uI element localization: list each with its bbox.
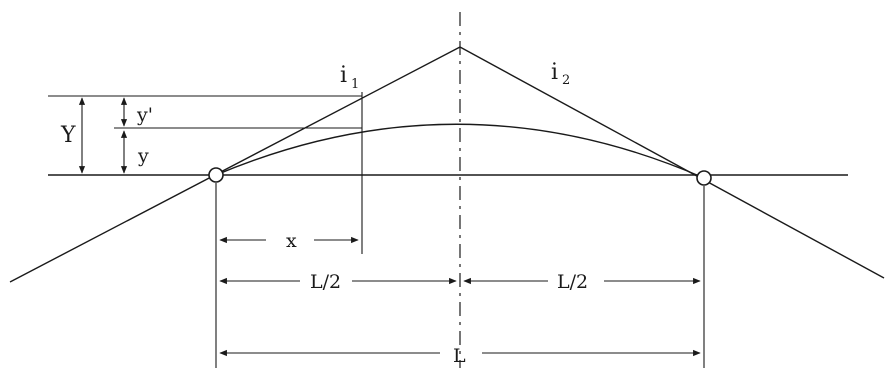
y-prime-label: y' <box>136 104 153 126</box>
half-left-label: L/2 <box>310 271 341 293</box>
cap-y-label: Y <box>60 123 76 148</box>
total-label: L <box>453 345 466 367</box>
curve-end-node <box>696 170 712 186</box>
tangent-left <box>9 46 461 283</box>
tangent-right <box>459 46 885 279</box>
curve-start-node <box>208 167 224 183</box>
vertical-curve <box>215 123 705 179</box>
y-label: y <box>137 145 149 167</box>
x-label: x <box>286 230 297 252</box>
half-right-label: L/2 <box>557 271 588 293</box>
